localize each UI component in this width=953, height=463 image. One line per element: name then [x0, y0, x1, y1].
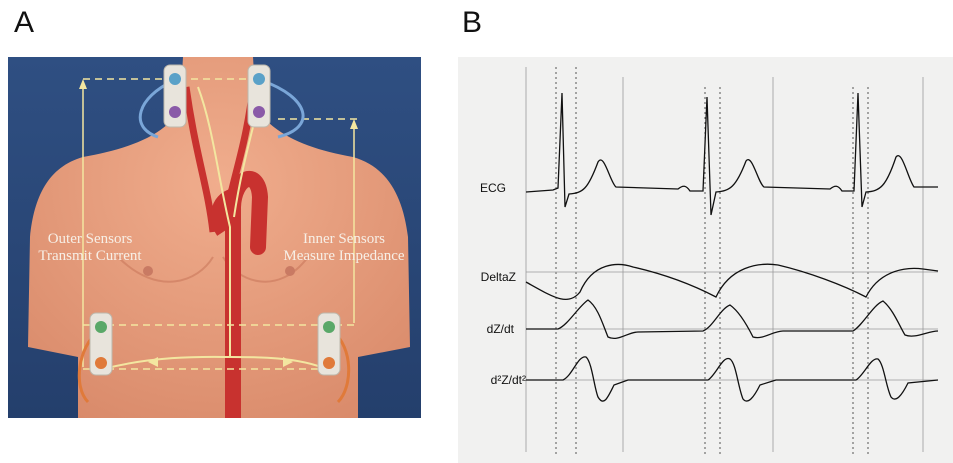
torso-sensor-right [318, 313, 340, 375]
d2zdt2-label: d²Z/dt² [491, 373, 526, 387]
ecg-label: ECG [480, 181, 506, 195]
left-nipple [143, 266, 153, 276]
dzdt-label: dZ/dt [487, 322, 515, 336]
inner-sensors-label-line1: Inner Sensors [303, 231, 385, 247]
thorax-illustration: Outer Sensors Transmit Current Inner Sen… [8, 57, 421, 418]
outer-sensors-label-line2: Transmit Current [38, 248, 142, 264]
panel-b-letter: B [462, 6, 482, 40]
neck-sensor-left [164, 65, 186, 127]
right-nipple [285, 266, 295, 276]
inner-sensors-label-line2: Measure Impedance [283, 248, 405, 264]
panel-a-letter: A [14, 6, 34, 40]
thorax-svg: Outer Sensors Transmit Current Inner Sen… [8, 57, 421, 418]
torso-sensor-left [90, 313, 112, 375]
waveform-svg: ECG DeltaZ dZ/dt d²Z/dt² [458, 57, 953, 463]
waveform-panel: ECG DeltaZ dZ/dt d²Z/dt² [458, 57, 953, 463]
deltaz-label: DeltaZ [481, 270, 516, 284]
outer-sensors-label-line1: Outer Sensors [48, 231, 133, 247]
neck-sensor-right [248, 65, 270, 127]
